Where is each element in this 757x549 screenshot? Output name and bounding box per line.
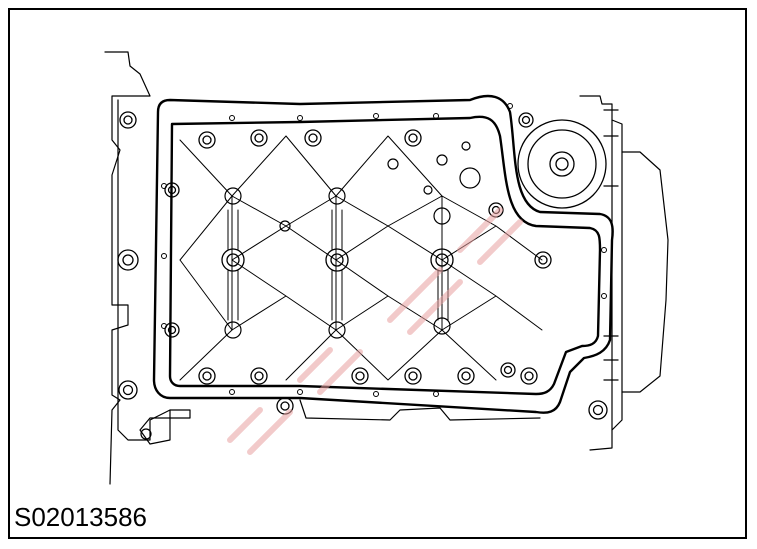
oil-pump-pulley	[517, 109, 619, 420]
gasket-outer	[152, 94, 614, 414]
bolts	[117, 111, 552, 415]
watermark	[227, 207, 523, 455]
engine-block-left	[104, 51, 151, 485]
gasket-holes	[161, 103, 607, 397]
bosses	[224, 141, 481, 339]
engine-block-right	[579, 95, 669, 451]
figure-id-label: S02013586	[14, 502, 148, 532]
gasket-inner	[168, 115, 602, 396]
ribs	[179, 135, 543, 381]
